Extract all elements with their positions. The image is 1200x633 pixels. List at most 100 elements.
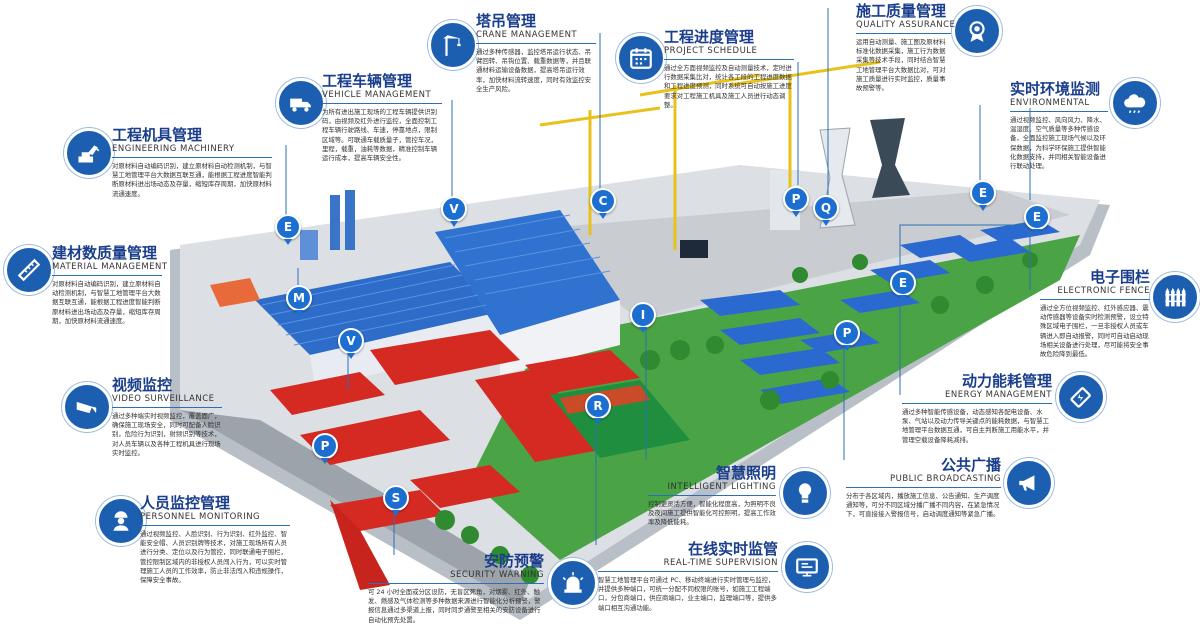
module-description: 运用自动测量、施工图及原材料标准化数据采集，施工行为数据采集等技术手段，同时结合… <box>856 38 946 93</box>
pin-m[interactable]: M <box>286 285 312 316</box>
label-crane: 塔吊管理 CRANE MANAGEMENT 通过多种传感器，监控塔吊运行状态、吊… <box>476 12 596 94</box>
module-subtitle: PERSONNEL MONITORING <box>140 512 290 526</box>
module-subtitle: INTELLIGENT LIGHTING <box>648 482 776 496</box>
module-description: 通过多种传感器，监控塔吊运行状态、吊臂回转、吊钩位置、载重数据等，并且联通材料运… <box>476 48 592 93</box>
module-subtitle: MATERIAL MANAGEMENT <box>52 262 167 276</box>
module-title: 在线实时监管 <box>687 540 778 558</box>
worker-icon <box>96 496 146 546</box>
pin-q[interactable]: Q <box>813 195 839 226</box>
ruler-icon <box>4 245 54 295</box>
module-title: 动力能耗管理 <box>961 372 1052 390</box>
module-description: 通过视频监控、人脸识别、行为识别、红外监控、智能安全帽、人员识别牌等技术，对施工… <box>140 530 287 585</box>
module-description: 可 24 小时全面或分区设防，无盲区死角，对烟雾、红外、触发、燃感及气体检测等多… <box>368 588 541 624</box>
label-energy: 动力能耗管理 ENERGY MANAGEMENT 通过多种智能传感设备，动态感知… <box>902 372 1052 445</box>
module-description: 通过多种端实时视频监控，覆盖面广，确保施工现场安全，同时可配备人脸识别，危险行为… <box>112 412 221 457</box>
machinery-icon <box>64 128 114 178</box>
medal-icon <box>952 6 1002 56</box>
module-title: 工程车辆管理 <box>322 72 413 90</box>
module-title: 安防预警 <box>483 552 544 570</box>
module-title: 工程进度管理 <box>664 28 755 46</box>
module-title: 工程机具管理 <box>112 126 203 144</box>
pin-v-video[interactable]: V <box>338 328 364 359</box>
label-security: 安防预警 SECURITY WARNING 可 24 小时全面或分区设防，无盲区… <box>368 552 544 625</box>
trees <box>435 252 1038 584</box>
pin-p-schedule[interactable]: P <box>783 186 809 217</box>
bulb-icon <box>780 468 830 518</box>
label-schedule: 工程进度管理 PROJECT SCHEDULE 通过全方面视频监控及自动测量技术… <box>664 28 794 110</box>
module-subtitle: REAL-TIME SUPERVISION <box>598 558 778 572</box>
module-description: 通过多种智能传感设备，动态感知各配电设备、水泵、气站以及动力传导关键点的能耗数据… <box>902 408 1049 444</box>
label-broadcast: 公共广播 PUBLIC BROADCASTING 分布于各区域内，播放施工信息、… <box>846 456 1001 520</box>
module-description: 通过视频监控、风向风力、降水、温湿度、空气质量等多种传感设备，全面监控施工现场气… <box>1010 116 1106 171</box>
module-subtitle: CRANE MANAGEMENT <box>476 30 596 44</box>
truck-icon <box>276 78 326 128</box>
label-vehicle: 工程车辆管理 VEHICLE MANAGEMENT 为所有进出施工现场的工程车辆… <box>322 72 442 163</box>
pin-r[interactable]: R <box>585 393 611 424</box>
pin-e-machinery[interactable]: E <box>275 214 301 245</box>
alarm-icon <box>548 558 598 608</box>
pin-e-env-2[interactable]: E <box>1024 204 1050 235</box>
label-fence: 电子围栏 ELECTRONIC FENCE 通过全方位视频监控、红外感应器、震动… <box>1040 268 1150 359</box>
module-description: 为所有进出施工现场的工程车辆提供识别码，由视频及红外进行监控，全面控制工程车辆行… <box>322 108 438 163</box>
module-title: 施工质量管理 <box>856 2 947 20</box>
module-title: 电子围栏 <box>1089 268 1150 286</box>
module-subtitle: ENVIRONMENTAL <box>1010 98 1108 112</box>
module-description: 控制更灵活方便，智能化程度高，为照明不良及夜间施工提供智能化可控照明，提高工作效… <box>648 500 776 527</box>
pin-e-fence[interactable]: E <box>890 270 916 301</box>
pin-e-env-1[interactable]: E <box>970 180 996 211</box>
red-offices <box>270 330 640 590</box>
module-title: 建材数质量管理 <box>52 244 158 262</box>
module-title: 塔吊管理 <box>476 12 537 30</box>
label-lighting: 智慧照明 INTELLIGENT LIGHTING 控制更灵活方便，智能化程度高… <box>648 464 776 528</box>
label-video: 视频监控 VIDEO SURVEILLANCE 通过多种端实时视频监控，覆盖面广… <box>112 376 222 458</box>
module-description: 智慧工地管理平台可通过 PC、移动终端进行实时管理与监控，并提供多种端口，可统一… <box>598 576 777 612</box>
module-subtitle: SECURITY WARNING <box>368 570 544 584</box>
pin-p-energy[interactable]: P <box>834 320 860 351</box>
pin-s[interactable]: S <box>383 485 409 516</box>
module-description: 通过全方面视频监控及自动测量技术，定时进行数据采集比对，统计各工段的工程进度数据… <box>664 64 792 109</box>
module-description: 对原材料自动编码识别，建立原材料自动检测机制，与智慧工地管理平台大数据互联互通，… <box>112 162 272 198</box>
fence-icon <box>1150 272 1200 322</box>
label-personnel: 人员监控管理 PERSONNEL MONITORING 通过视频监控、人脸识别、… <box>140 494 290 585</box>
module-title: 智慧照明 <box>715 464 776 482</box>
pin-v-vehicle[interactable]: V <box>441 196 467 227</box>
pin-i[interactable]: I <box>630 302 656 333</box>
module-subtitle: ENGINEERING MACHINERY <box>112 144 272 158</box>
cloud-icon <box>1110 78 1160 128</box>
pin-p-personnel[interactable]: P <box>312 433 338 464</box>
module-description: 通过全方位视频监控、红外感应器、震动传感器等设备实时检测预警，设立特殊区域电子围… <box>1040 304 1149 359</box>
pin-c[interactable]: C <box>590 188 616 219</box>
calendar-icon <box>616 33 666 83</box>
blue-warehouses <box>255 210 620 388</box>
monitor-icon <box>782 542 832 592</box>
label-supervision: 在线实时监管 REAL-TIME SUPERVISION 智慧工地管理平台可通过… <box>598 540 778 613</box>
module-subtitle: VEHICLE MANAGEMENT <box>322 90 442 104</box>
module-subtitle: QUALITY ASSURANCE <box>856 20 955 34</box>
module-subtitle: VIDEO SURVEILLANCE <box>112 394 222 408</box>
generator-units <box>680 240 708 258</box>
module-subtitle: PUBLIC BROADCASTING <box>846 474 1001 488</box>
module-subtitle: ENERGY MANAGEMENT <box>902 390 1052 404</box>
label-environment: 实时环境监测 ENVIRONMENTAL 通过视频监控、风向风力、降水、温湿度、… <box>1010 80 1108 171</box>
side-stage <box>210 278 260 307</box>
yard-zone <box>520 190 1070 320</box>
module-subtitle: PROJECT SCHEDULE <box>664 46 794 60</box>
module-title: 实时环境监测 <box>1010 80 1101 98</box>
megaphone-icon <box>1004 458 1054 508</box>
module-description: 分布于各区域内，播放施工信息、公告通知、生产调度通知等，可分不同区域分播广播不同… <box>846 492 1000 519</box>
module-title: 人员监控管理 <box>140 494 231 512</box>
cement-silos <box>300 190 355 260</box>
label-material: 建材数质量管理 MATERIAL MANAGEMENT 对原材料自动编码识别，建… <box>52 244 167 326</box>
module-subtitle: ELECTRONIC FENCE <box>1040 286 1150 300</box>
module-description: 对原材料自动编码识别，建立原材料自动检测机制，与智慧工地管理平台大数据互联互通，… <box>52 280 161 325</box>
label-quality: 施工质量管理 QUALITY ASSURANCE 运用自动测量、施工图及原材料标… <box>856 2 955 93</box>
camera-icon <box>62 382 112 432</box>
module-title: 公共广播 <box>940 456 1001 474</box>
module-title: 视频监控 <box>112 376 173 394</box>
battery-icon <box>1056 372 1106 422</box>
label-machinery: 工程机具管理 ENGINEERING MACHINERY 对原材料自动编码识别，… <box>112 126 272 199</box>
crane-icon <box>428 20 478 70</box>
